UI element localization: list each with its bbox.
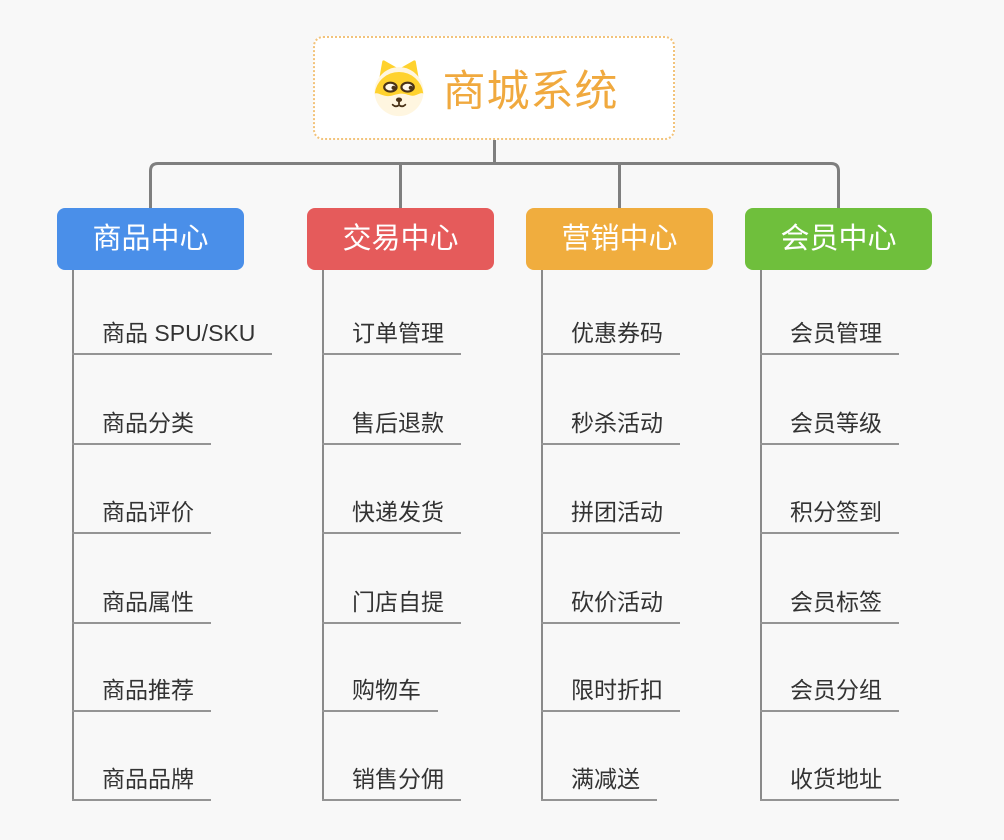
branch-spine-line bbox=[72, 270, 74, 800]
leaf-topic[interactable]: 会员分组 bbox=[760, 675, 899, 712]
branch-member-center: 会员中心 会员管理 会员等级 积分签到 会员标签 会员分组 收货地址 bbox=[745, 208, 932, 801]
leaf-topic[interactable]: 会员标签 bbox=[760, 587, 899, 624]
branch-node-member-center[interactable]: 会员中心 bbox=[745, 208, 932, 270]
branch-trade-center: 交易中心 订单管理 售后退款 快递发货 门店自提 购物车 销售分佣 bbox=[307, 208, 494, 801]
leaf-topic[interactable]: 砍价活动 bbox=[541, 587, 680, 624]
branch-marketing-center: 营销中心 优惠券码 秒杀活动 拼团活动 砍价活动 限时折扣 满减送 bbox=[526, 208, 713, 801]
branch-spine-line bbox=[760, 270, 762, 800]
leaf-topic[interactable]: 商品 SPU/SKU bbox=[72, 318, 273, 355]
leaf-topic[interactable]: 商品推荐 bbox=[72, 675, 211, 712]
leaf-topic[interactable]: 商品品牌 bbox=[72, 764, 211, 801]
leaf-topic[interactable]: 收货地址 bbox=[760, 764, 899, 801]
leaf-topic[interactable]: 销售分佣 bbox=[322, 764, 461, 801]
leaf-topic[interactable]: 商品分类 bbox=[72, 408, 211, 445]
leaf-topic[interactable]: 积分签到 bbox=[760, 497, 899, 534]
root-topic[interactable]: 商城系统 bbox=[313, 36, 675, 140]
leaf-topic[interactable]: 会员管理 bbox=[760, 318, 899, 355]
leaf-topic[interactable]: 购物车 bbox=[322, 675, 438, 712]
branch-product-center: 商品中心 商品 SPU/SKU 商品分类 商品评价 商品属性 商品推荐 商品品牌 bbox=[57, 208, 273, 801]
shiba-dog-icon bbox=[374, 60, 423, 117]
leaf-topic[interactable]: 快递发货 bbox=[322, 497, 461, 534]
leaf-topic[interactable]: 拼团活动 bbox=[541, 497, 680, 534]
leaf-topic[interactable]: 限时折扣 bbox=[541, 675, 680, 712]
branch-spine-line bbox=[541, 270, 543, 800]
leaf-topic[interactable]: 满减送 bbox=[541, 764, 657, 801]
leaf-topic[interactable]: 商品属性 bbox=[72, 587, 211, 624]
branch-spine-line bbox=[322, 270, 324, 800]
branch-node-product-center[interactable]: 商品中心 bbox=[57, 208, 244, 270]
leaf-topic[interactable]: 商品评价 bbox=[72, 497, 211, 534]
leaf-topic[interactable]: 会员等级 bbox=[760, 408, 899, 445]
leaf-topic[interactable]: 门店自提 bbox=[322, 587, 461, 624]
branch-node-marketing-center[interactable]: 营销中心 bbox=[526, 208, 713, 270]
leaf-topic[interactable]: 优惠券码 bbox=[541, 318, 680, 355]
root-title: 商城系统 bbox=[442, 68, 619, 116]
leaf-topic[interactable]: 售后退款 bbox=[322, 408, 461, 445]
leaf-topic[interactable]: 秒杀活动 bbox=[541, 408, 680, 445]
leaf-topic[interactable]: 订单管理 bbox=[322, 318, 461, 355]
branch-node-trade-center[interactable]: 交易中心 bbox=[307, 208, 494, 270]
